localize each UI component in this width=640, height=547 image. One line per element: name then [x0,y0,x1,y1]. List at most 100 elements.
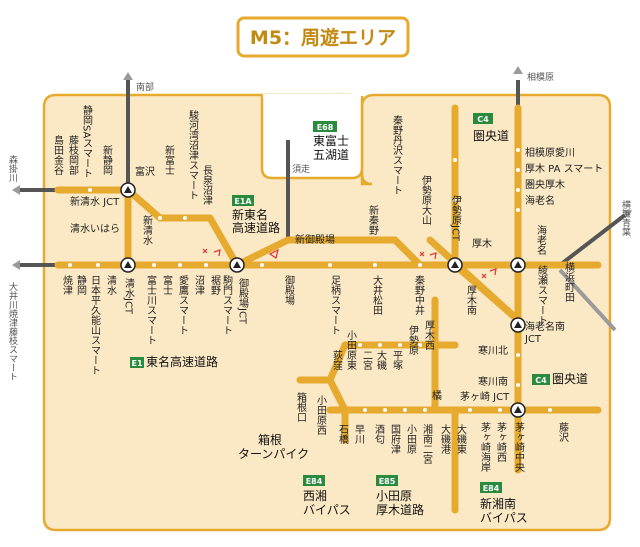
road-name-subashiri: 須走 [292,164,310,175]
road-name-shin-shonan: 新湘南バイパス [480,496,528,525]
svg-text:大磯東: 大磯東 [455,423,467,455]
svg-text:足柄スマート: 足柄スマート [329,275,341,335]
svg-text:富沢: 富沢 [135,165,155,178]
svg-text:平塚: 平塚 [391,350,403,371]
svg-text:茅ヶ崎海岸: 茅ヶ崎海岸 [479,422,491,473]
svg-text:茅ヶ崎 JCT: 茅ヶ崎 JCT [460,390,510,403]
map-title: M5：周遊エリア [250,26,396,49]
svg-text:早川: 早川 [353,424,365,444]
svg-text:C4: C4 [535,376,547,385]
svg-text:伊勢原: 伊勢原 [407,325,419,355]
svg-text:寒川北: 寒川北 [478,344,508,357]
svg-text:E84: E84 [306,477,323,486]
route-signs: E68 C4 E1A E1 C4 E84 E85 E84 [130,113,550,493]
svg-text:駿河湾沼津スマート: 駿河湾沼津スマート [187,109,199,200]
dest-oigawa: 大井川焼津藤枝スマート [7,281,18,381]
svg-text:静岡SAスマート: 静岡SAスマート [81,104,93,179]
svg-text:愛鷹スマート: 愛鷹スマート [177,274,189,335]
svg-text:伊勢原JCT: 伊勢原JCT [450,195,462,242]
dest-sagamihara: 相模原 [527,71,554,83]
dest-arrows [12,66,632,270]
svg-text:清水JCT: 清水JCT [123,277,135,315]
svg-text:海老名: 海老名 [535,224,547,256]
svg-text:新富士: 新富士 [163,144,175,175]
svg-text:富士川スマート: 富士川スマート [145,274,157,345]
svg-text:大磯港: 大磯港 [439,423,451,454]
svg-text:日本平久能山スマート: 日本平久能山スマート [89,275,101,375]
road-name-e68: 東富士五湖道 [313,133,349,162]
destinations: 南部 相模原 森掛川 大井川焼津藤枝スマート 横浜青葉 [7,71,631,381]
svg-text:橘: 橘 [430,390,442,400]
connection-icons [202,248,497,279]
road-name-seisho: 西湘バイパス [303,488,351,517]
svg-text:大磯: 大磯 [375,349,387,371]
svg-text:藤沢: 藤沢 [557,422,569,443]
notch-top-cover [263,94,361,98]
svg-text:茅ヶ崎西: 茅ヶ崎西 [495,422,507,462]
svg-text:海老名南: 海老名南 [525,320,565,333]
dest-morikake: 森掛川 [7,154,18,182]
svg-text:E84: E84 [483,484,500,493]
road-names: 東富士五湖道 圏央道 新東名高速道路 東名高速道路 圏央道 箱根ターンパイク 西… [146,129,588,525]
jct-markers [120,182,526,418]
svg-text:沼津: 沼津 [193,274,205,296]
svg-text:国府津: 国府津 [389,424,401,455]
svg-text:湘南二宮: 湘南二宮 [421,423,433,465]
road-name-odawara-atsugi: 小田原厚木道路 [376,489,424,517]
svg-text:富士: 富士 [161,274,173,295]
svg-text:駒門スマート: 駒門スマート [221,275,233,335]
svg-text:焼津: 焼津 [61,275,73,296]
road-name-kenou-top: 圏央道 [473,129,509,143]
svg-text:厚木西: 厚木西 [423,320,435,350]
svg-text:大井松田: 大井松田 [371,274,383,315]
svg-text:酒匂: 酒匂 [373,424,385,445]
svg-text:小田原: 小田原 [405,424,417,454]
svg-text:E68: E68 [317,123,334,132]
svg-text:秦野丹沢スマート: 秦野丹沢スマート [391,114,403,195]
svg-text:厚木南: 厚木南 [465,285,477,315]
svg-text:JCT: JCT [524,334,542,345]
road-name-shin-tomei: 新東名高速道路 [232,207,280,235]
svg-text:裾野: 裾野 [209,274,221,295]
svg-text:長泉沼津: 長泉沼津 [201,165,213,206]
svg-text:御殿場JCT: 御殿場JCT [237,277,249,325]
station-labels: 静岡SAスマート 藤枝岡部 島田金谷 新静岡 駿河湾沼津スマート 新富士 長泉沼… [52,104,575,473]
svg-text:二宮: 二宮 [361,350,373,371]
svg-text:E1: E1 [131,359,142,368]
svg-text:新秦野: 新秦野 [367,204,379,235]
svg-text:清水いはら: 清水いはら [70,222,120,235]
svg-text:島田金谷: 島田金谷 [52,134,64,176]
svg-text:箱根口: 箱根口 [295,391,307,422]
svg-text:新清水: 新清水 [141,214,153,245]
road-name-tomei: 東名高速道路 [146,354,218,369]
svg-text:綾瀬スマート: 綾瀬スマート [536,264,548,325]
svg-text:新清水 JCT: 新清水 JCT [70,195,120,208]
dest-nanbu: 南部 [136,81,154,93]
svg-text:新静岡: 新静岡 [101,144,113,176]
station-labels-h: 富沢 新清水 JCT 清水いはら 新御殿場 厚木 相模原愛川 厚木 PA スマー… [70,146,603,403]
svg-text:厚木: 厚木 [472,238,492,250]
dest-yokohama-aoba: 横浜青葉 [620,199,631,237]
svg-text:荻窪: 荻窪 [331,350,343,370]
svg-text:E85: E85 [379,477,396,486]
svg-text:静岡: 静岡 [75,274,87,296]
svg-text:相模原愛川: 相模原愛川 [525,146,575,159]
svg-text:藤枝岡部: 藤枝岡部 [67,135,79,176]
area-background [42,93,612,532]
svg-text:海老名: 海老名 [525,194,555,207]
svg-text:E1A: E1A [234,197,252,206]
svg-text:石橋: 石橋 [337,424,349,445]
svg-text:横浜町田: 横浜町田 [563,261,575,302]
svg-text:新御殿場: 新御殿場 [295,233,335,246]
title-banner: M5：周遊エリア [236,16,410,58]
svg-text:小田原東: 小田原東 [345,330,357,371]
svg-text:茅ヶ崎中央: 茅ヶ崎中央 [513,422,525,473]
svg-text:圏央厚木: 圏央厚木 [525,178,565,191]
svg-text:伊勢原大山: 伊勢原大山 [420,175,432,225]
svg-text:寒川南: 寒川南 [478,375,508,388]
station-dots [68,148,552,412]
svg-text:C4: C4 [477,115,489,124]
svg-text:御殿場: 御殿場 [283,274,295,306]
